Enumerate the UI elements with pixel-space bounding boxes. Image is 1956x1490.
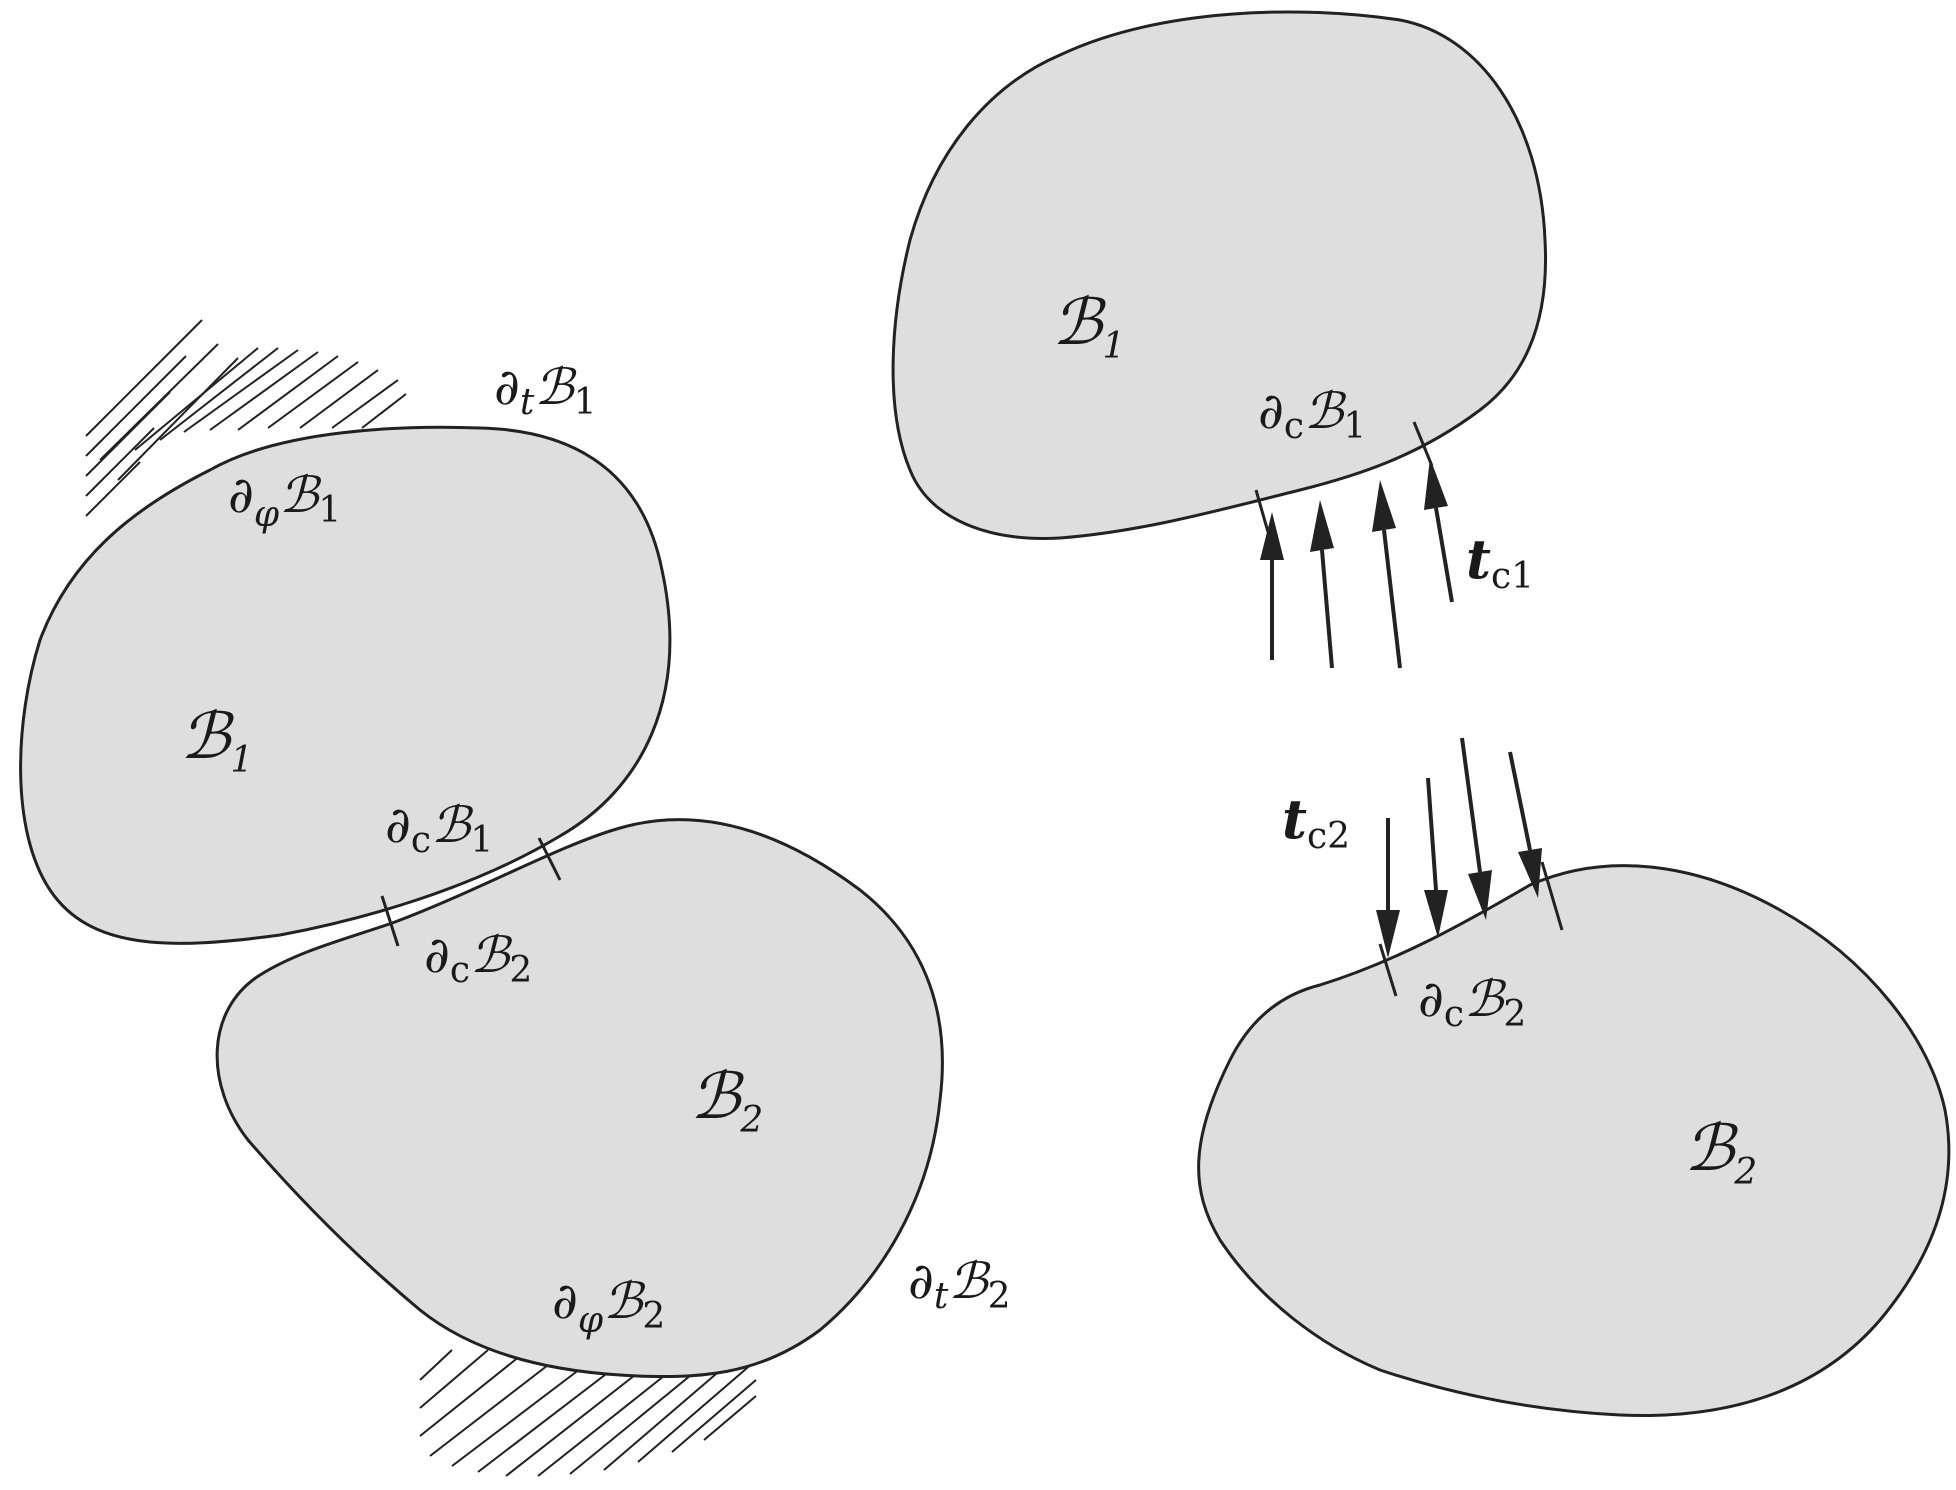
right-panel: ℬ1 ℬ2 ∂cℬ1 ∂cℬ2 tc1 tc2 [891, 10, 1951, 1418]
right-label-dc-B2: ∂cℬ2 [1418, 970, 1526, 1035]
traction-arrows-tc1 [1260, 458, 1454, 669]
left-label-dc-B1: ∂cℬ1 [385, 796, 493, 861]
right-body-1 [891, 10, 1548, 540]
left-contact-tick-right [537, 837, 562, 881]
left-label-dphi-B2: ∂φℬ2 [552, 1272, 665, 1341]
left-label-B1: ℬ1 [180, 700, 253, 781]
traction-arrows-tc2 [1376, 737, 1542, 958]
right-label-B1: ℬ1 [1052, 286, 1125, 367]
support-hatch-bottom [419, 1349, 757, 1477]
left-contact-tick-left [380, 895, 400, 947]
right-contact-tick-1b [1412, 421, 1434, 467]
right-contact-tick-2a [1378, 943, 1398, 997]
right-label-dc-B1: ∂cℬ1 [1258, 382, 1366, 447]
label-tc2: tc2 [1282, 787, 1350, 857]
left-label-dt-B1: ∂tℬ1 [494, 358, 597, 423]
label-tc1: tc1 [1466, 527, 1534, 597]
left-body-2 [215, 818, 944, 1379]
left-label-dt-B2: ∂tℬ2 [908, 1252, 1011, 1317]
right-body-2 [1197, 864, 1951, 1418]
right-label-B2: ℬ2 [1684, 1112, 1757, 1193]
left-panel: ℬ1 ℬ2 ∂tℬ1 ∂φℬ1 ∂cℬ1 ∂cℬ2 ∂φℬ2 ∂tℬ2 [19, 319, 1011, 1477]
right-contact-tick-1a [1254, 489, 1270, 533]
support-hatch-top [85, 319, 407, 517]
left-label-B2: ℬ2 [690, 1060, 763, 1141]
left-body-1 [19, 425, 672, 945]
left-label-dphi-B1: ∂φℬ1 [228, 466, 341, 535]
left-label-dc-B2: ∂cℬ2 [424, 926, 532, 991]
right-contact-tick-2b [1540, 861, 1564, 931]
